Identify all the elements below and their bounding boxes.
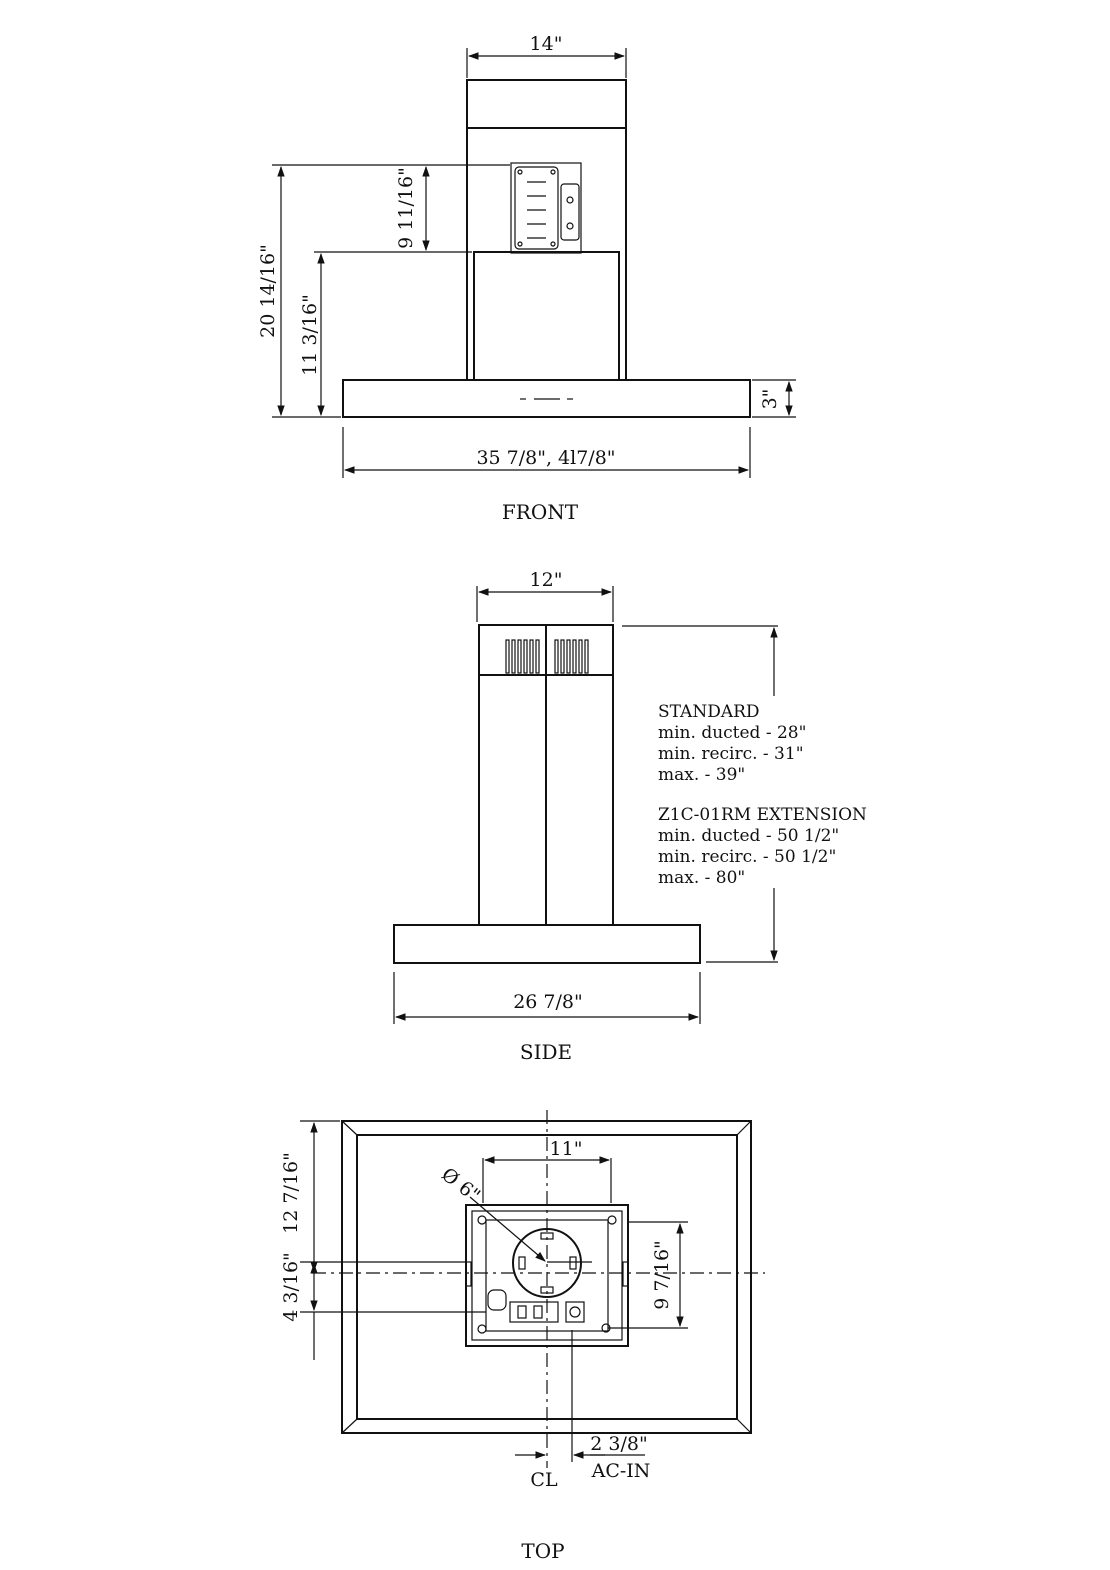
front-overall-height-label: 20 14/16" bbox=[257, 244, 279, 338]
note-extension: Z1C-01RM EXTENSION bbox=[658, 805, 867, 825]
side-hood-depth-label: 26 7/8" bbox=[513, 991, 583, 1013]
front-view-title: FRONT bbox=[502, 500, 579, 524]
top-bracket-width-label: 11" bbox=[550, 1138, 583, 1160]
front-chimney-width-label: 14" bbox=[530, 33, 563, 55]
front-view: 14" 9 11/16" 20 14/16" 11 3/16" 3" 35 7/… bbox=[257, 33, 796, 524]
side-hood-body bbox=[393, 924, 701, 964]
side-view-title: SIDE bbox=[520, 1040, 572, 1064]
front-hood-width-label: 35 7/8", 4l7/8" bbox=[476, 447, 615, 469]
ac-in-components bbox=[487, 1289, 585, 1323]
side-chimney-depth-label: 12" bbox=[530, 569, 563, 591]
top-ac-offset-label: 2 3/8" bbox=[590, 1433, 647, 1455]
top-view-title: TOP bbox=[521, 1539, 564, 1563]
front-chimney-cap bbox=[466, 79, 627, 129]
front-lower-cover bbox=[473, 251, 620, 381]
front-hood-thickness-label: 3" bbox=[759, 389, 781, 410]
top-view: 11" Ø 6" 12 7/16" 4 3/16" 9 7/16" 2 3/8"… bbox=[280, 1110, 765, 1563]
front-chimney bbox=[466, 127, 627, 381]
top-bracket-depth-label: 9 7/16" bbox=[651, 1240, 673, 1310]
note-standard: STANDARD bbox=[658, 702, 760, 722]
note-ext-recirc: min. recirc. - 50 1/2" bbox=[658, 847, 836, 867]
note-std-recirc: min. recirc. - 31" bbox=[658, 744, 804, 764]
top-offset-label: 4 3/16" bbox=[280, 1252, 302, 1322]
top-ac-in-label: AC-IN bbox=[591, 1460, 651, 1482]
top-cl-label: CL bbox=[530, 1469, 558, 1491]
top-depth-center-label: 12 7/16" bbox=[280, 1152, 302, 1234]
vent-slots bbox=[505, 639, 589, 674]
note-ext-ducted: min. ducted - 50 1/2" bbox=[658, 826, 839, 846]
front-lower-height-label: 11 3/16" bbox=[299, 294, 321, 376]
note-std-ducted: min. ducted - 28" bbox=[658, 723, 806, 743]
front-hood-body bbox=[342, 379, 751, 418]
top-duct-diameter-label: Ø 6" bbox=[437, 1164, 484, 1207]
front-box-height-label: 9 11/16" bbox=[395, 167, 417, 249]
note-ext-max: max. - 80" bbox=[658, 868, 745, 888]
note-std-max: max. - 39" bbox=[658, 765, 745, 785]
height-notes: STANDARD min. ducted - 28" min. recirc. … bbox=[658, 702, 867, 888]
side-view: 12" STANDARD min. ducted - 28" min. reci… bbox=[393, 569, 867, 1064]
electrical-box bbox=[510, 162, 582, 254]
